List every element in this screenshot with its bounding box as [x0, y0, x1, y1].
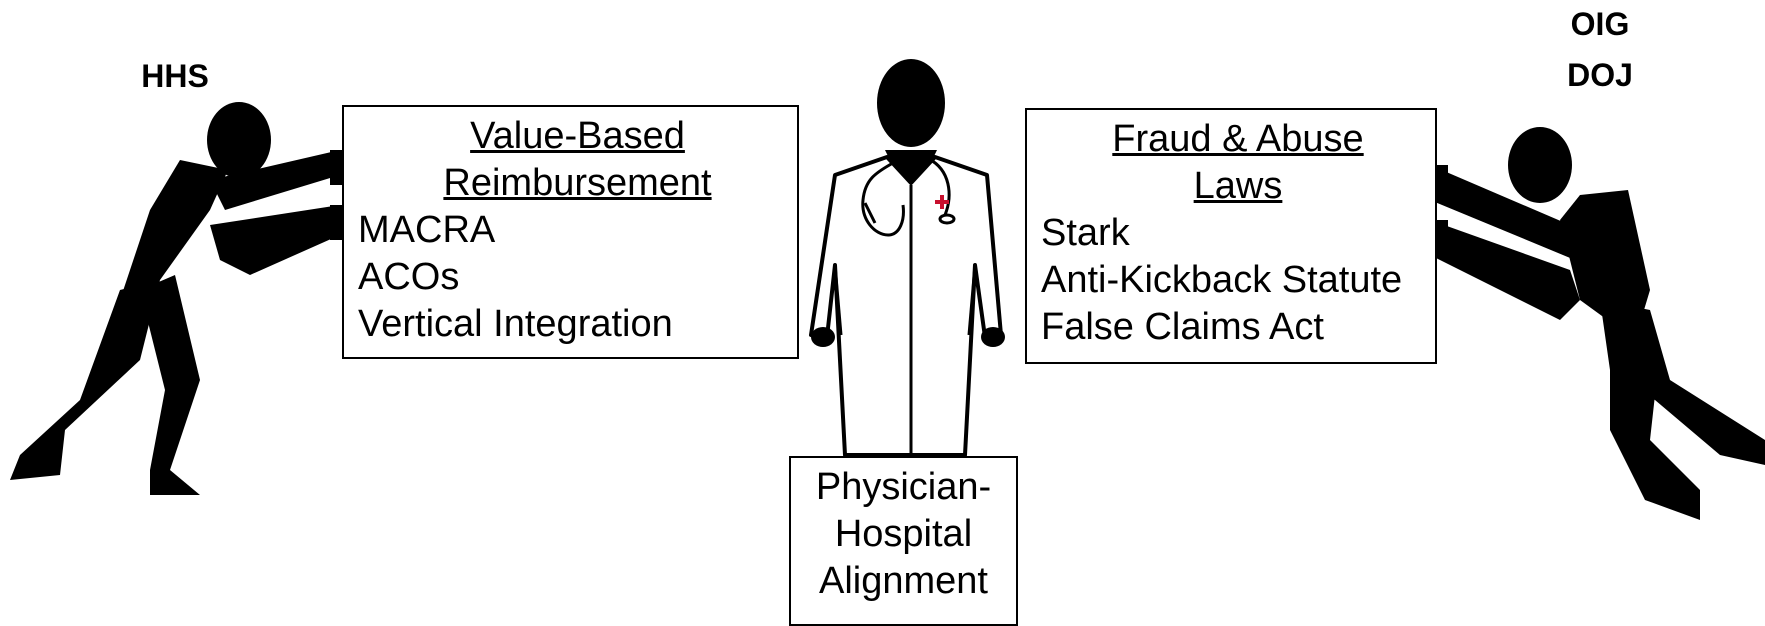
fraud-abuse-laws-box: Fraud & Abuse Laws Stark Anti-Kickback S… — [1025, 108, 1437, 364]
box-line: Physician- — [791, 464, 1016, 511]
box-title-line: Fraud & Abuse — [1041, 116, 1435, 163]
box-title-line: Reimbursement — [358, 160, 797, 207]
box-line: Hospital — [791, 511, 1016, 558]
right-pushing-figure-icon — [1430, 110, 1765, 530]
box-item-acos: ACOs — [358, 254, 797, 301]
box-line: Alignment — [791, 558, 1016, 605]
doj-label: DOJ — [1560, 57, 1640, 94]
box-item-macra: MACRA — [358, 207, 797, 254]
physician-figure-icon — [805, 55, 1015, 460]
physician-hospital-alignment-box: Physician- Hospital Alignment — [789, 456, 1018, 626]
hhs-label: HHS — [130, 58, 220, 95]
box-item-false-claims-act: False Claims Act — [1041, 304, 1435, 351]
oig-label: OIG — [1565, 6, 1635, 43]
left-pushing-figure-icon — [0, 90, 350, 510]
box-title-line: Laws — [1041, 163, 1435, 210]
value-based-reimbursement-box: Value-Based Reimbursement MACRA ACOs Ver… — [342, 105, 799, 359]
box-item-stark: Stark — [1041, 210, 1435, 257]
box-title-line: Value-Based — [358, 113, 797, 160]
box-item-vertical-integration: Vertical Integration — [358, 301, 797, 348]
box-item-anti-kickback-statute: Anti-Kickback Statute — [1041, 257, 1435, 304]
